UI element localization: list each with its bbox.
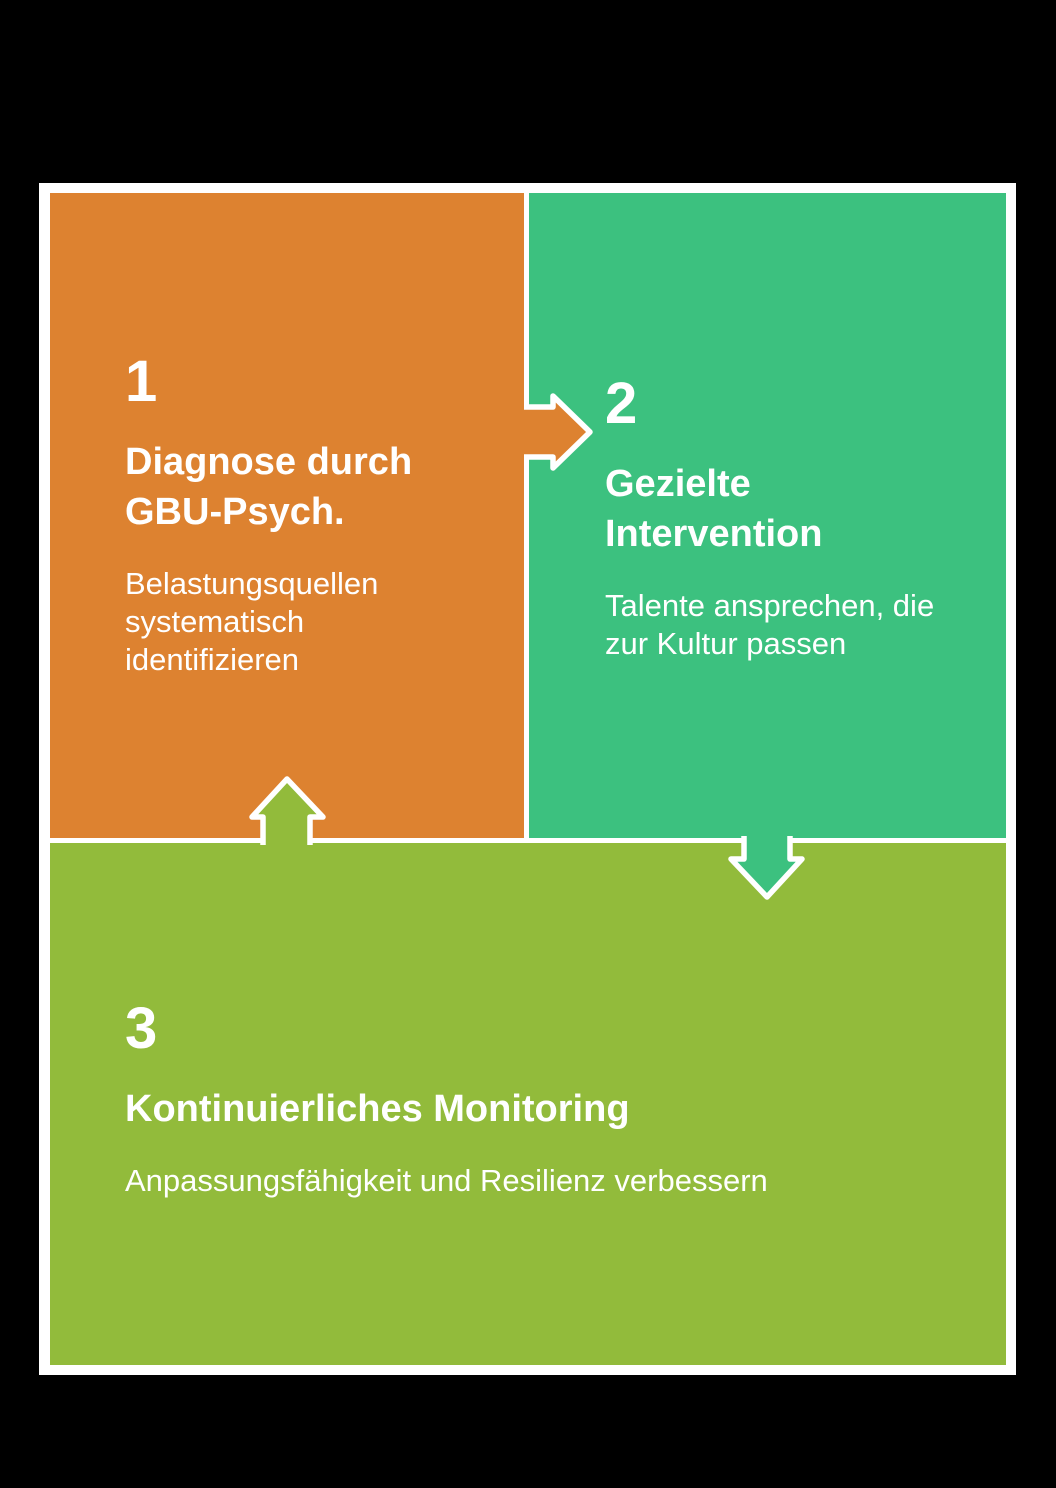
step-1-number: 1 (125, 349, 158, 414)
step-3-description: Anpassungsfähigkeit und Resilienz verbes… (125, 1163, 768, 1198)
step-1-title: Diagnose durch GBU-Psych. (125, 441, 413, 533)
step-3-title: Kontinuierliches Monitoring (125, 1088, 630, 1130)
process-diagram-panel: 1 Diagnose durch GBU-Psych. Belastungsqu… (39, 183, 1016, 1375)
arrow-up-icon (249, 776, 326, 853)
step-2-card: 2 Gezielte Intervention Talente ansprech… (529, 193, 1006, 838)
step-2-title: Gezielte Intervention (605, 463, 823, 555)
step-1-card: 1 Diagnose durch GBU-Psych. Belastungsqu… (50, 193, 524, 838)
step-1-description: Belastungsquellen systematisch identifiz… (125, 566, 379, 677)
arrow-right-icon (519, 393, 593, 471)
step-3-number: 3 (125, 996, 158, 1061)
step-2-description: Talente ansprechen, die zur Kultur passe… (605, 588, 935, 661)
arrow-down-icon (728, 828, 805, 900)
step-3-card: 3 Kontinuierliches Monitoring Anpassungs… (50, 843, 1006, 1365)
step-2-number: 2 (605, 371, 638, 436)
